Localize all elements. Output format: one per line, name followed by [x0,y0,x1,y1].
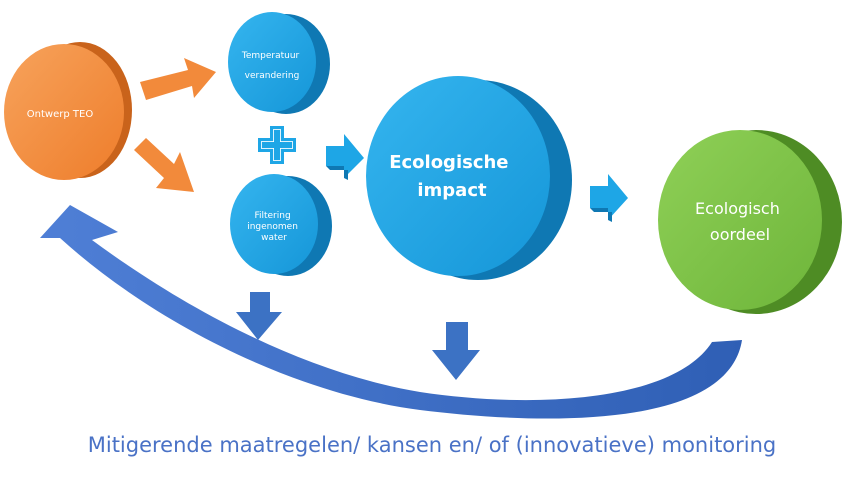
node-impact-line-2: impact [417,180,487,201]
node-judgement-line-1: Ecologisch [695,199,780,218]
svg-text:Temperatuur verandering: Temperatuur verandering [241,51,302,81]
down-arrow-left [236,292,282,340]
arrow-design-to-filtering [134,138,194,192]
node-filtering: Filtering ingenomen water [230,174,332,276]
down-arrow-center [432,322,480,380]
node-temperature-line-1: Temperatuur [241,51,300,61]
node-filtering-line-1: Filtering [254,211,290,221]
plus-icon [258,126,296,164]
node-impact: Ecologische impact [366,76,572,280]
node-temperature: Temperatuur verandering [228,12,330,114]
caption-text: Mitigerende maatregelen/ kansen en/ of (… [88,433,777,457]
node-temperature-line-2: verandering [245,71,300,81]
node-design-label: Ontwerp TEO [27,109,94,120]
node-filtering-line-2: ingenomen [247,222,298,232]
node-judgement: Ecologisch oordeel [658,130,842,314]
svg-text:Ecologische impact: Ecologische impact [389,152,515,201]
node-judgement-line-2: oordeel [710,225,770,244]
svg-text:Filtering ingenomen: Filtering ingenomen water [247,211,301,243]
node-impact-line-1: Ecologische [389,152,508,173]
svg-text:Ecologisch oordeel: Ecologisch oordeel [695,199,785,244]
node-design: Ontwerp TEO [4,42,132,180]
node-filtering-line-3: water [261,233,287,243]
arrow-to-judgement [590,174,628,222]
feedback-curve-arrow [40,205,742,419]
arrow-design-to-temperature [140,58,216,100]
arrow-to-impact [326,134,364,180]
